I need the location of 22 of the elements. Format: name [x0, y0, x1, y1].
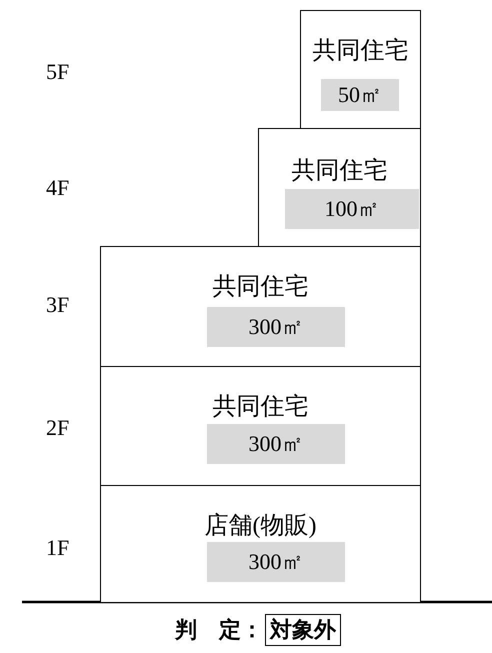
area-label: 300㎡ [207, 424, 345, 464]
result-box: 対象外 [265, 614, 341, 646]
area-label: 100㎡ [285, 189, 419, 229]
area-label: 300㎡ [207, 307, 345, 347]
floor-label: 1F [46, 535, 70, 561]
floor-box [100, 246, 421, 367]
floor-label: 3F [46, 292, 70, 318]
use-label: 共同住宅 [290, 157, 388, 185]
floor-box [100, 485, 421, 603]
floor-box [100, 366, 421, 486]
use-label: 共同住宅 [212, 393, 310, 421]
use-label: 共同住宅 [312, 37, 410, 65]
floor-label: 5F [46, 59, 70, 85]
floor-box [300, 10, 421, 129]
floor-label: 4F [46, 175, 70, 201]
judgement-label: 判 定： [175, 617, 263, 643]
use-label: 店舗(物販) [204, 512, 318, 540]
floor-box [258, 128, 421, 247]
area-label: 50㎡ [321, 79, 399, 111]
area-label: 300㎡ [207, 542, 345, 582]
floor-label: 2F [46, 415, 70, 441]
use-label: 共同住宅 [212, 273, 310, 301]
